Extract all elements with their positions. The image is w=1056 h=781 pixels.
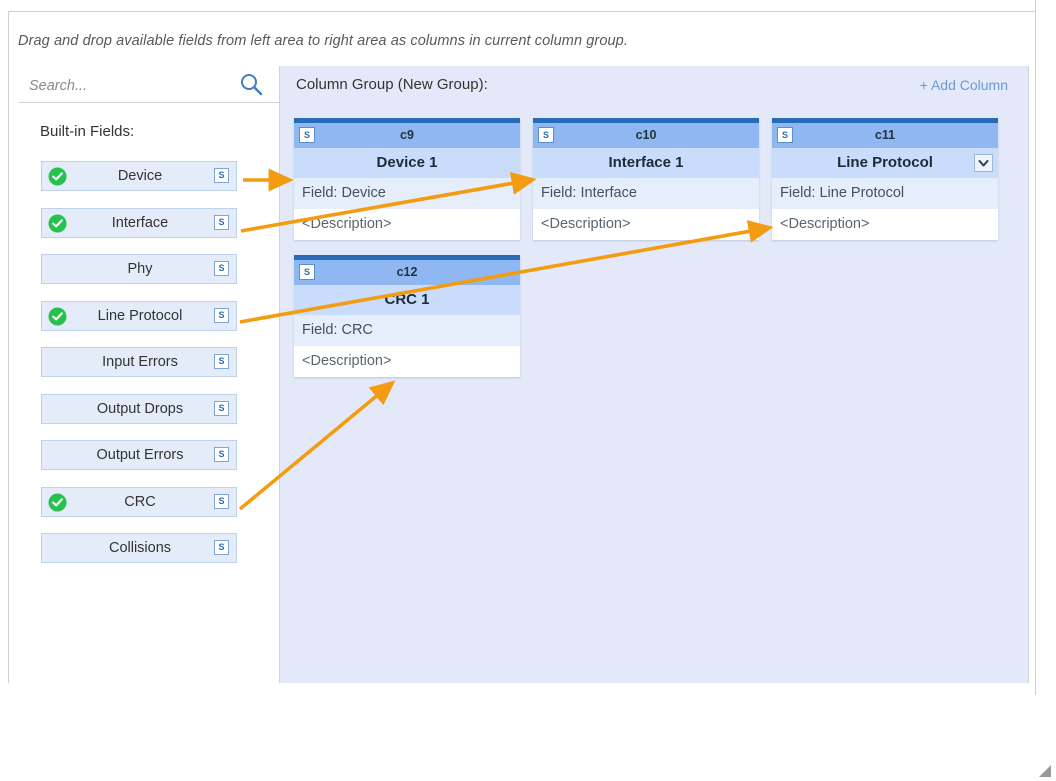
field-item-device[interactable]: Device S [41, 161, 237, 191]
field-source-badge-icon[interactable]: S [214, 540, 229, 555]
card-source-badge-icon[interactable]: S [777, 127, 793, 143]
field-item-label: Output Drops [96, 400, 184, 417]
card-id-label: c10 [635, 128, 657, 142]
window-left-divider [8, 11, 9, 683]
card-field-label: Field: Device [294, 178, 520, 209]
field-item-label: Output Errors [96, 447, 184, 463]
card-accent-bar [533, 118, 759, 123]
available-fields-panel: Built-in Fields: DeviceSInterfaceSPhySLi… [19, 66, 280, 683]
field-source-badge-icon[interactable]: S [214, 307, 229, 323]
field-source-badge-icon[interactable]: S [214, 400, 229, 416]
builtin-fields-label: Built-in Fields: [40, 123, 135, 140]
card-source-badge-icon[interactable]: S [299, 127, 315, 143]
card-name-label: Interface 1 [608, 154, 684, 171]
field-item-line-protocol[interactable]: Line Protocol S [41, 300, 237, 331]
check-circle-icon [48, 167, 67, 186]
field-item-output-errors[interactable]: Output Errors S [41, 440, 237, 470]
card-description-label[interactable]: <Description> [533, 209, 759, 240]
card-name-label: Line Protocol [837, 154, 933, 171]
add-column-link[interactable]: + Add Column [919, 77, 1008, 93]
card-description-label[interactable]: <Description> [294, 209, 520, 240]
card-field-label: Field: Line Protocol [772, 178, 998, 209]
card-name-label: Device 1 [376, 154, 438, 171]
field-source-badge-icon[interactable]: S [214, 354, 229, 369]
field-item-phy[interactable]: Phy S [41, 254, 237, 284]
check-circle-icon [48, 493, 67, 512]
card-id-label: c12 [396, 265, 418, 279]
field-item-label: Input Errors [102, 354, 178, 370]
card-field-label: Field: Interface [533, 178, 759, 209]
card-name-row: Device 1 [294, 148, 520, 178]
field-source-badge-icon[interactable]: S [214, 261, 229, 276]
check-circle-icon [48, 307, 67, 326]
column-group-header: Column Group (New Group): + Add Column [280, 66, 1028, 104]
dialog-footer: Cancel Save Save and Build [0, 695, 1056, 781]
field-source-badge-icon[interactable]: S [214, 493, 229, 509]
field-source-badge-icon[interactable]: S [214, 214, 229, 230]
card-id-label: c11 [874, 128, 896, 142]
chevron-down-icon[interactable] [974, 154, 993, 172]
card-accent-bar [772, 118, 998, 123]
field-item-label: Line Protocol [97, 307, 183, 324]
card-name-label: CRC 1 [384, 291, 430, 308]
search-input[interactable] [27, 74, 241, 98]
card-name-row: CRC 1 [294, 285, 520, 315]
field-item-interface[interactable]: Interface S [41, 207, 237, 238]
resize-grip-icon[interactable] [1036, 762, 1052, 778]
field-source-badge-icon[interactable]: S [214, 168, 229, 183]
card-source-badge-icon[interactable]: S [538, 127, 554, 143]
field-item-label: Collisions [108, 540, 172, 556]
field-item-label: Phy [127, 261, 153, 277]
search-row [19, 66, 279, 103]
card-description-label[interactable]: <Description> [294, 346, 520, 377]
field-item-collisions[interactable]: Collisions S [41, 533, 237, 563]
card-name-row: Line Protocol [772, 148, 998, 178]
card-field-label: Field: CRC [294, 315, 520, 346]
card-accent-bar [294, 118, 520, 123]
search-icon[interactable] [239, 72, 263, 96]
window-top-divider [8, 11, 1036, 12]
field-item-input-errors[interactable]: Input Errors S [41, 347, 237, 377]
window-right-divider [1035, 0, 1036, 695]
check-circle-icon [48, 214, 67, 233]
field-item-label: Device [117, 168, 163, 184]
field-source-badge-icon[interactable]: S [214, 447, 229, 462]
field-item-crc[interactable]: CRC S [41, 486, 237, 517]
card-id-label: c9 [400, 128, 414, 142]
field-item-label: CRC [124, 493, 156, 510]
column-group-title: Column Group (New Group): [296, 76, 488, 93]
column-group-panel: Column Group (New Group): + Add Column S… [280, 66, 1028, 683]
field-item-label: Interface [111, 214, 169, 231]
card-name-row: Interface 1 [533, 148, 759, 178]
instruction-text: Drag and drop available fields from left… [18, 33, 628, 49]
field-item-output-drops[interactable]: Output Drops S [41, 393, 237, 424]
card-description-label[interactable]: <Description> [772, 209, 998, 240]
